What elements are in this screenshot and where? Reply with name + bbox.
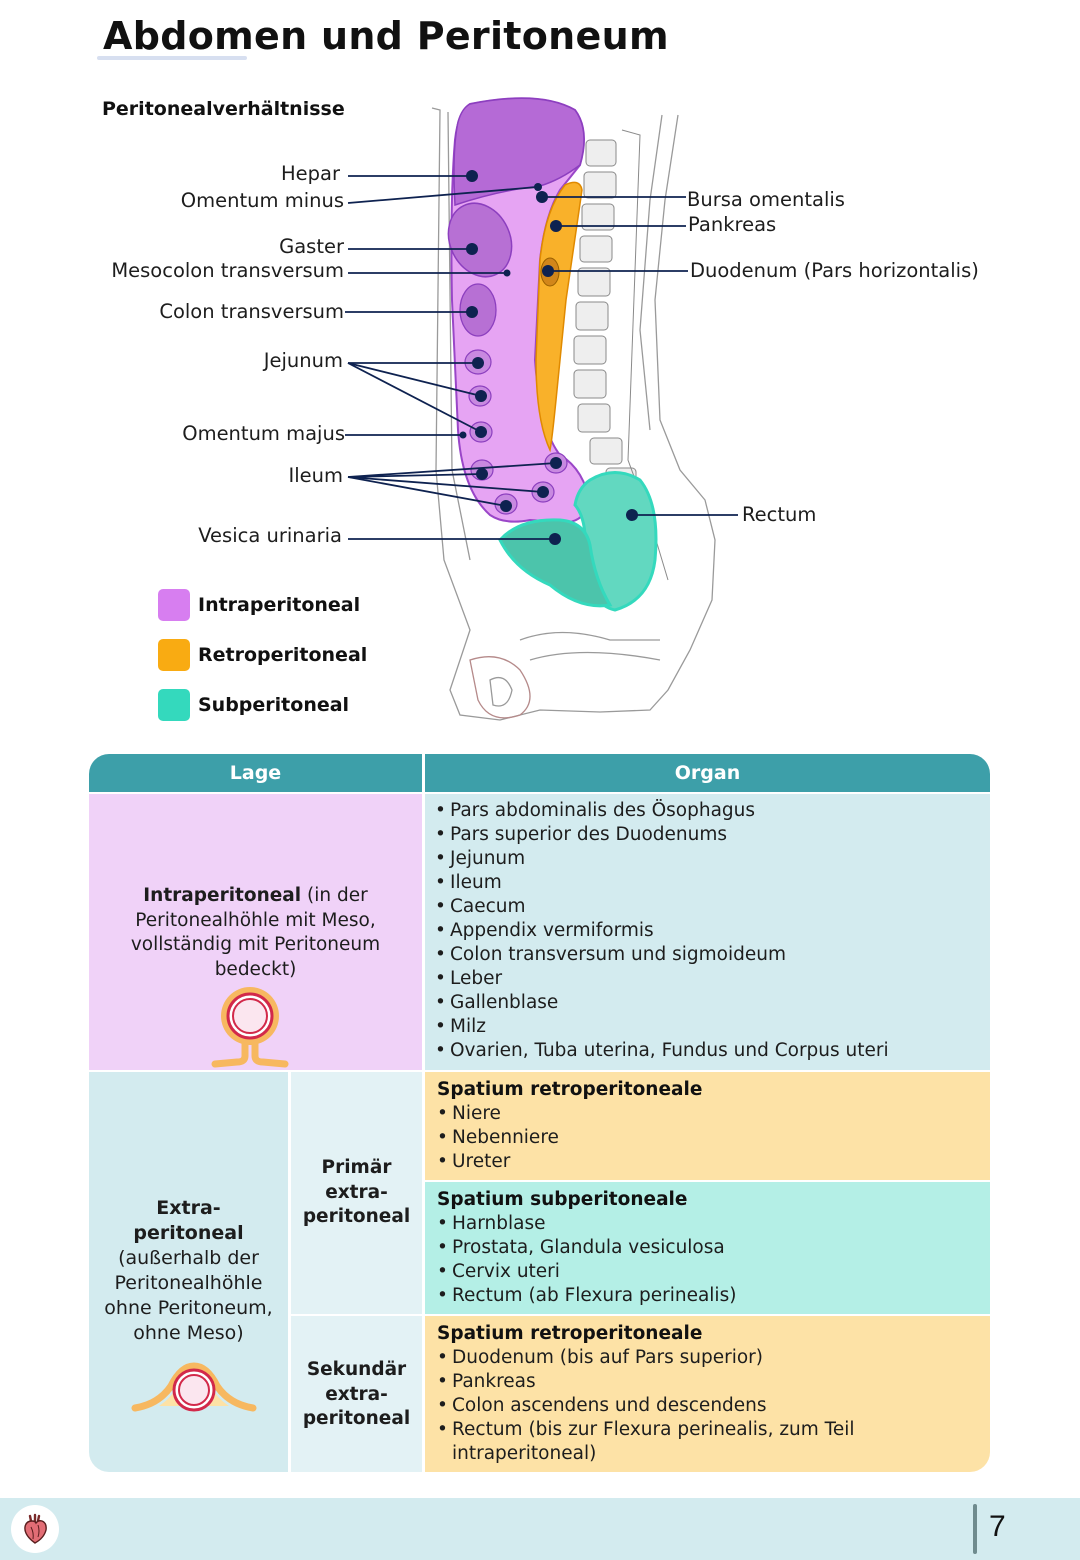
organ-item: Rectum (ab Flexura perinealis) [437,1284,736,1308]
subperitoneal-bladder [498,518,613,608]
label-omentum-minus: Omentum minus [180,189,344,212]
cell-primaer-retroperitoneale: Spatium retroperitoneale Niere Nebennier… [425,1072,990,1180]
label-jejunum: Jejunum [263,349,343,372]
organ-item: Colon transversum und sigmoideum [435,943,889,967]
organ-item: Jejunum [435,847,889,871]
extraperitoneal-covering-icon [131,1362,257,1412]
retroperitoneal-region [535,181,583,453]
intraperitoneal-description: Intraperitoneal (in der Peritonealhöhle … [109,884,402,982]
organ-item: Rectum (bis zur Flexura perinealis, zum … [437,1418,877,1466]
legend-item-retroperitoneal: Retroperitoneal [158,639,367,671]
cell-primaer-extraperitoneal: Primär extra-peritoneal [291,1072,422,1314]
organ-item: Colon ascendens und descendens [437,1394,877,1418]
organ-item: Niere [437,1102,702,1126]
organ-item: Pars abdominalis des Ösophagus [435,799,889,823]
leader-lines [345,175,738,540]
cell-primaer-subperitoneale: Spatium subperitoneale Harnblase Prostat… [425,1182,990,1314]
label-rectum: Rectum [742,503,817,526]
cell-intraperitoneal-organs: Pars abdominalis des Ösophagus Pars supe… [425,794,990,1070]
label-mesocolon-transversum: Mesocolon transversum [111,259,344,282]
page-footer: 7 [0,1498,1080,1560]
cell-sekundaer-extraperitoneal: Sekundär extra-peritoneal [291,1316,422,1472]
page-number: 7 [989,1510,1006,1543]
legend-swatch-retroperitoneal [158,639,190,671]
page-title: Abdomen und Peritoneum [103,14,669,58]
extraperitoneal-desc-text: (außerhalb der Peritonealhöhle ohne Peri… [104,1247,273,1344]
group-title: Spatium subperitoneale [437,1189,688,1210]
label-vesica-urinaria: Vesica urinaria [198,524,342,547]
label-duodenum: Duodenum (Pars horizontalis) [690,259,979,282]
legend-swatch-intraperitoneal [158,589,190,621]
title-underline [97,56,247,60]
cell-extraperitoneal-lage: Extra- peritoneal (außerhalb der Periton… [89,1072,288,1472]
label-ileum: Ileum [288,464,343,487]
anatomy-figure: Hepar Omentum minus Gaster Mesocolon tra… [0,90,1080,740]
cell-sekundaer-retroperitoneale: Spatium retroperitoneale Duodenum (bis a… [425,1316,990,1472]
intraperitoneal-organ-list: Pars abdominalis des Ösophagus Pars supe… [435,799,889,1063]
group-title: Spatium retroperitoneale [437,1079,703,1100]
organ-item: Ureter [437,1150,702,1174]
stomach-region [447,202,513,278]
organ-item: Pankreas [437,1370,877,1394]
organ-item: Gallenblase [435,991,889,1015]
label-omentum-majus: Omentum majus [182,422,345,445]
organ-item: Harnblase [437,1212,736,1236]
organ-item: Appendix vermiformis [435,919,889,943]
label-pankreas: Pankreas [688,213,777,236]
organ-item: Ovarien, Tuba uterina, Fundus und Corpus… [435,1039,889,1063]
extraperitoneal-description: Extra- peritoneal (außerhalb der Periton… [95,1196,282,1346]
legend-swatch-subperitoneal [158,689,190,721]
extraperitoneal-title: Extra- peritoneal [133,1197,244,1244]
footer-logo [11,1505,59,1553]
sekundaer-label: Sekundär extra-peritoneal [302,1359,411,1429]
label-points [459,170,638,545]
cell-intraperitoneal-lage: Intraperitoneal (in der Peritonealhöhle … [89,794,422,1070]
organ-item: Leber [435,967,889,991]
legend-item-subperitoneal: Subperitoneal [158,689,349,721]
header-lage: Lage [89,754,422,792]
organ-item: Nebenniere [437,1126,702,1150]
organ-item: Cervix uteri [437,1260,736,1284]
retroperitoneale-list: Niere Nebenniere Ureter [437,1102,702,1174]
sekundaer-retroperitoneale-list: Duodenum (bis auf Pars superior) Pankrea… [437,1346,877,1466]
heart-icon [24,1513,47,1544]
group-title: Spatium retroperitoneale [437,1323,703,1344]
header-organ: Organ [425,754,990,792]
legend-label: Subperitoneal [198,694,350,716]
primaer-label: Primär extra-peritoneal [302,1157,411,1227]
label-gaster: Gaster [279,235,344,258]
legend-item-intraperitoneal: Intraperitoneal [158,589,360,621]
legend-label: Intraperitoneal [198,594,361,616]
subperitoneale-list: Harnblase Prostata, Glandula vesiculosa … [437,1212,736,1308]
label-bursa-omentalis: Bursa omentalis [687,188,845,211]
intraperitoneal-desc-text: (in der Peritonealhöhle mit Meso, vollst… [130,885,381,980]
organ-item: Milz [435,1015,889,1039]
intraperitoneal-mesentery-icon [211,987,289,1068]
organ-item: Duodenum (bis auf Pars superior) [437,1346,877,1370]
organ-item: Prostata, Glandula vesiculosa [437,1236,736,1260]
sagittal-section-illustration [345,97,738,721]
colon-transversum-region [459,283,497,337]
organ-item: Ileum [435,871,889,895]
section-heading: Peritonealverhältnisse [102,98,345,120]
peritoneal-table: Lage Organ Intraperitoneal (in der Perit… [89,754,990,1472]
legend-label: Retroperitoneal [198,644,368,666]
label-colon-transversum: Colon transversum [159,300,344,323]
organ-item: Pars superior des Duodenums [435,823,889,847]
label-hepar: Hepar [280,162,340,185]
intraperitoneal-title: Intraperitoneal [143,885,302,906]
page-number-divider [973,1504,977,1554]
organ-item: Caecum [435,895,889,919]
